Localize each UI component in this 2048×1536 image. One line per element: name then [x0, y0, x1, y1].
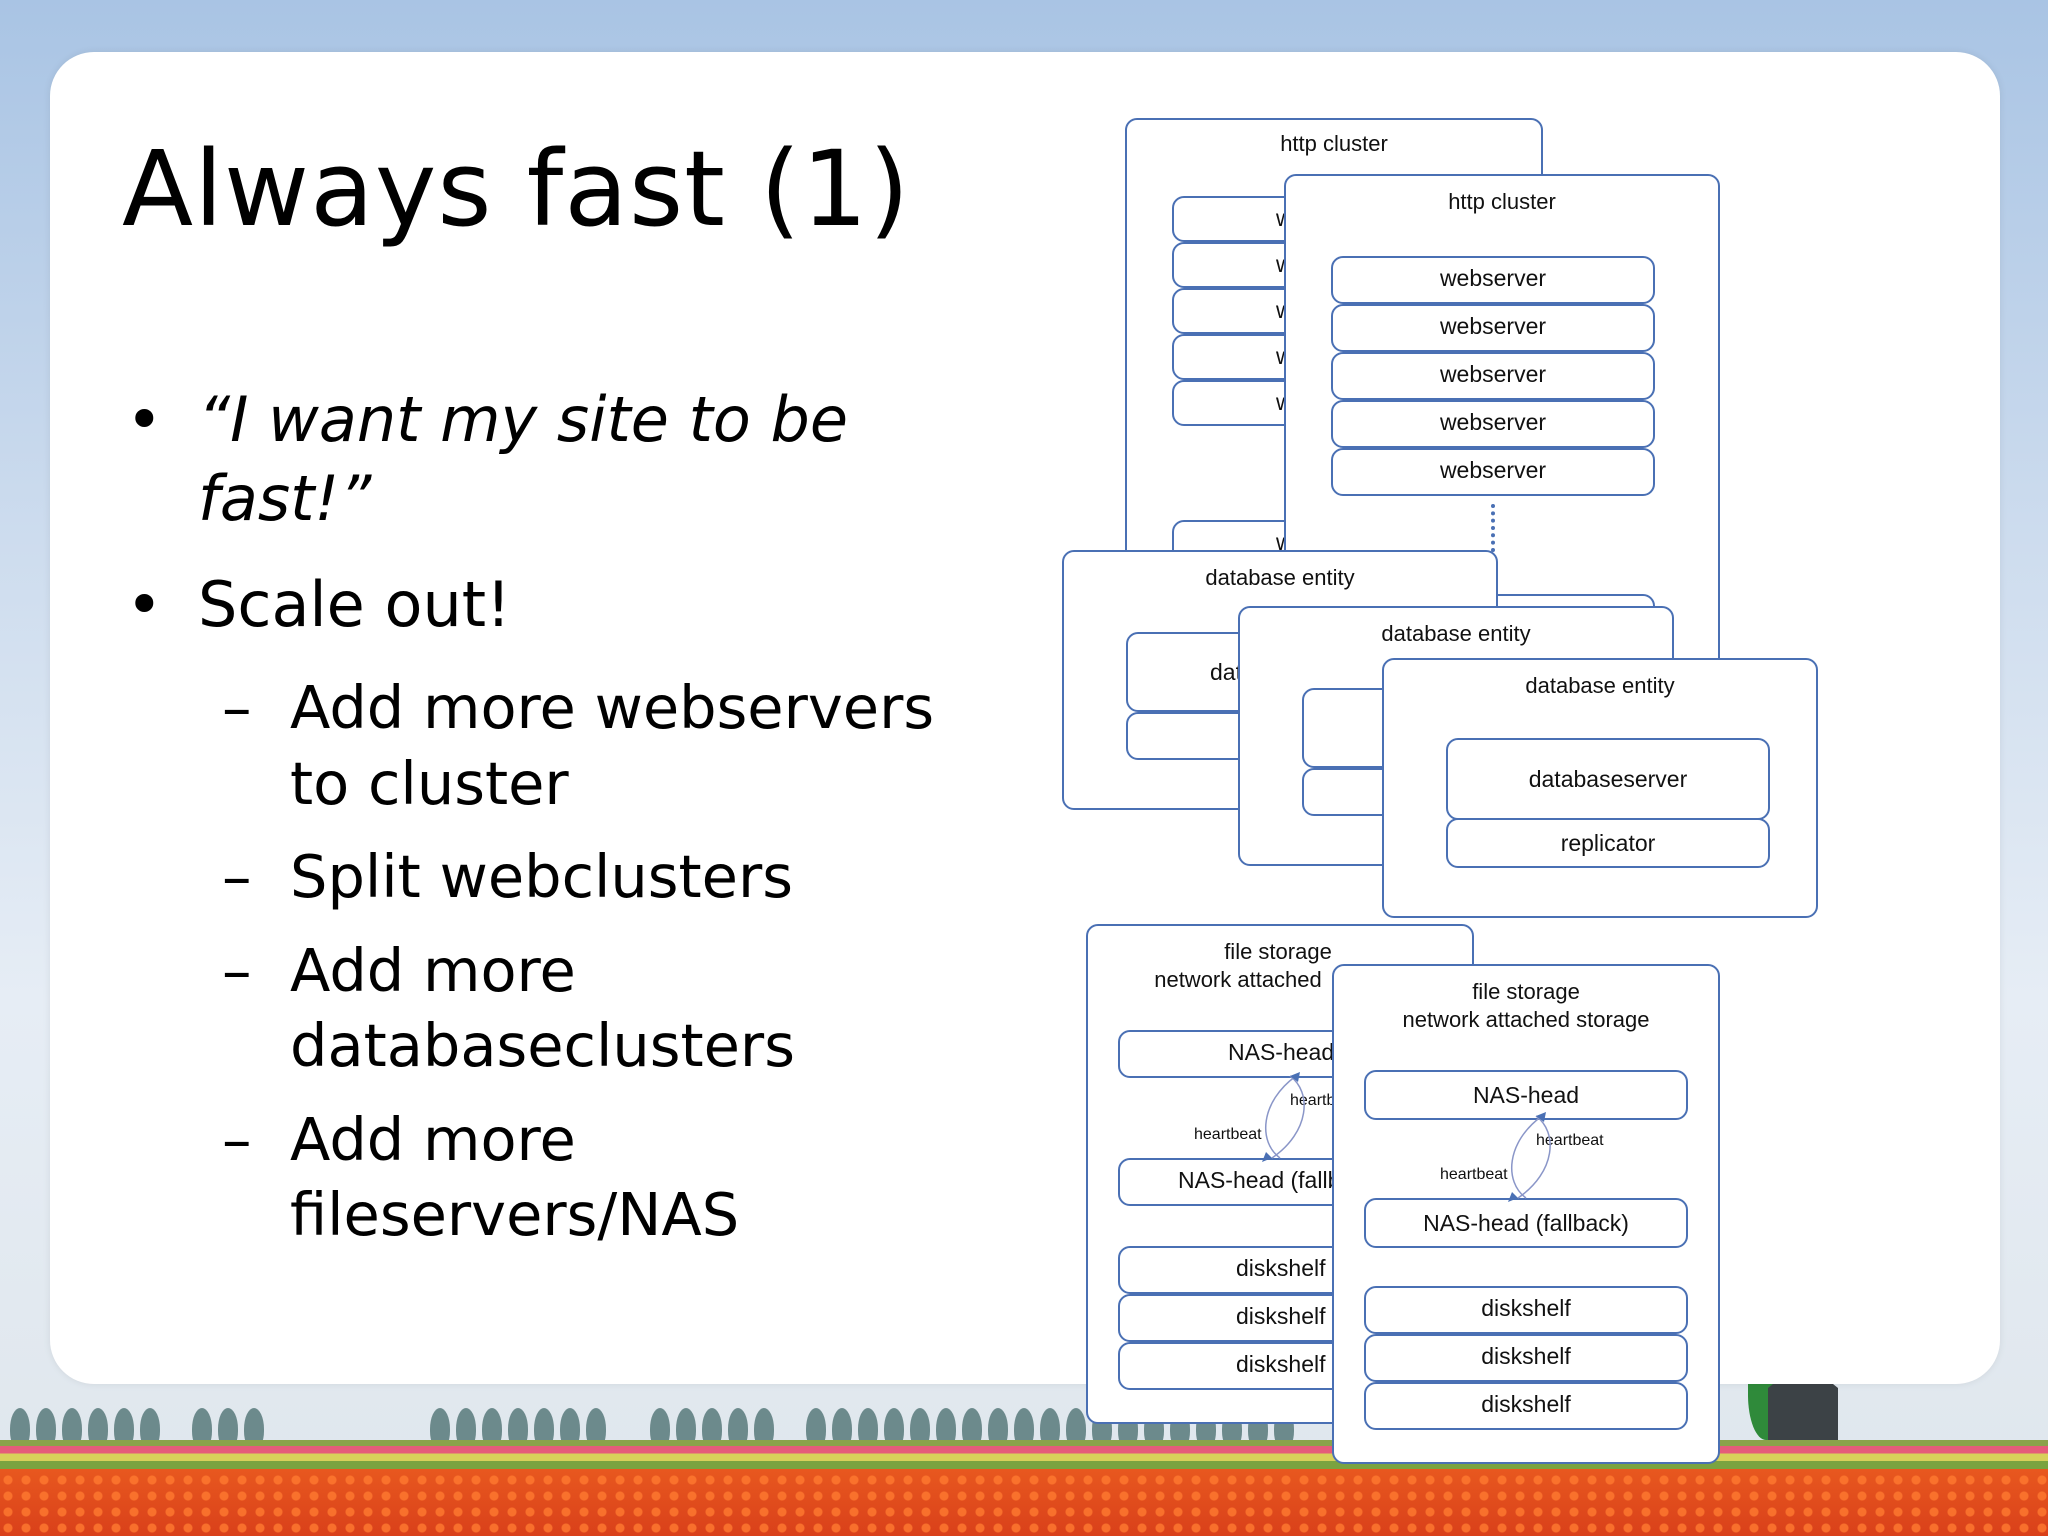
sub-bullet-item: – Add more fileservers/NAS	[122, 1102, 1002, 1253]
sub-bullet-item: – Split webclusters	[122, 839, 1002, 915]
bullet-item: • “I want my site to be fast!”	[122, 380, 1002, 539]
sub-bullet-text: Split webclusters	[290, 842, 793, 912]
bullet-text: “I want my site to be fast!”	[198, 383, 849, 536]
sub-bullet-marker: –	[222, 935, 252, 1005]
sub-bullet-text: Add more webservers to cluster	[290, 673, 935, 818]
tulip-field	[0, 1440, 2048, 1536]
sub-bullet-text: Add more fileservers/NAS	[290, 1104, 740, 1250]
sub-bullet-item: – Add more webservers to cluster	[122, 670, 1002, 821]
sub-bullet-item: – Add more databaseclusters	[122, 933, 1002, 1084]
diskshelf-row: diskshelf	[1364, 1382, 1688, 1430]
bullet-marker: •	[126, 567, 163, 641]
bullet-marker: •	[126, 383, 163, 456]
bullet-list: • “I want my site to be fast!” • Scale o…	[122, 380, 1002, 1271]
sub-bullet-marker: –	[222, 1104, 252, 1174]
slide-title: Always fast (1)	[122, 128, 911, 250]
sub-bullet-marker: –	[222, 673, 252, 743]
bullet-text: Scale out!	[198, 567, 511, 641]
sub-bullet-marker: –	[222, 842, 252, 912]
bullet-item: • Scale out!	[122, 565, 1002, 644]
sub-bullet-text: Add more databaseclusters	[290, 935, 795, 1081]
